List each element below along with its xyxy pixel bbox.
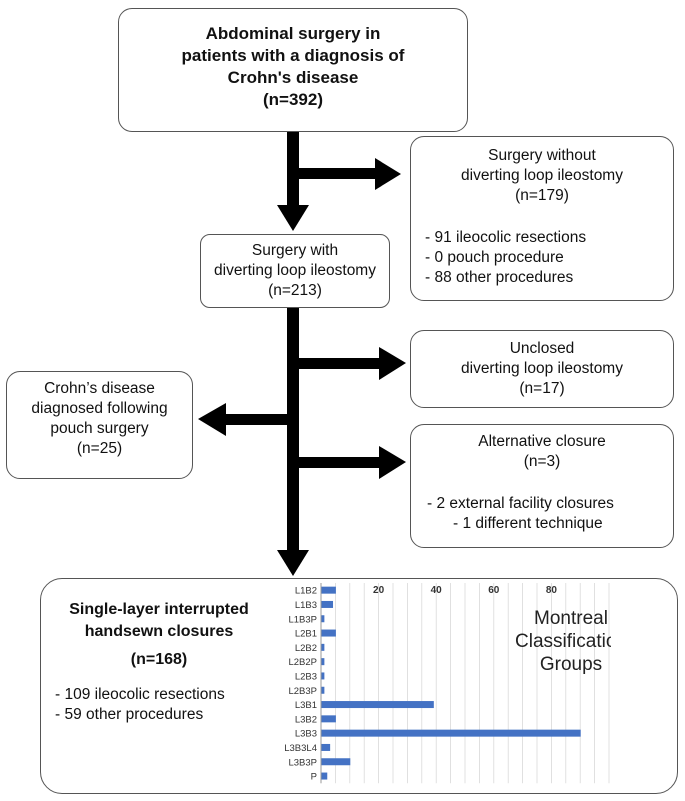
trunk-bottom-line	[287, 308, 299, 552]
chart-bar	[321, 715, 336, 723]
chart-bar	[321, 629, 336, 637]
chart-category-label: L1B2	[295, 586, 317, 597]
start-box-line-1: Abdominal surgery in	[205, 24, 381, 43]
final-count: (n=168)	[130, 651, 188, 668]
with-ileostomy-box: Surgery with diverting loop ileostomy (n…	[200, 234, 390, 308]
chart-category-label: L1B3P	[288, 614, 317, 625]
final-title-line-2: handsewn closures	[84, 623, 234, 640]
chart-x-tick-label: 20	[373, 585, 385, 596]
alternative-title: Alternative closure	[478, 433, 606, 450]
without-title-line-2: diverting loop ileostomy	[461, 167, 623, 184]
arrow-right-to-without	[375, 158, 401, 190]
chart-title-line: Montreal	[534, 608, 608, 629]
chart-category-label: L2B2	[295, 643, 317, 654]
with-title-line-2: diverting loop ileostomy	[214, 262, 376, 279]
pouch-count: (n=25)	[76, 440, 123, 457]
chart-bar	[321, 615, 325, 623]
chart-x-tick-label: 40	[431, 585, 443, 596]
alternative-bullet-list: - 2 external facility closures - 1 diffe…	[427, 494, 673, 534]
chart-category-label: L2B2P	[288, 657, 317, 668]
arrow-left-to-pouch	[198, 403, 226, 436]
chart-category-label: P	[311, 772, 317, 783]
without-bullet-other: - 88 other procedures	[425, 269, 574, 286]
chart-bar	[321, 772, 328, 780]
chart-x-tick-label: 60	[488, 585, 500, 596]
chart-bar	[321, 643, 325, 651]
chart-title-line: Classification	[515, 631, 611, 652]
unclosed-count: (n=17)	[519, 380, 565, 397]
chart-bar	[321, 743, 331, 751]
chart-bar	[321, 686, 325, 694]
chart-category-label: L1B3	[295, 600, 317, 611]
start-box-line-3: Crohn's disease	[227, 68, 359, 87]
arrow-right-to-unclosed	[379, 347, 406, 380]
chart-category-label: L3B3P	[288, 757, 317, 768]
unclosed-title-line-1: Unclosed	[509, 340, 575, 357]
arrow-right-to-alternative	[379, 446, 406, 479]
final-title-block: Single-layer interrupted handsewn closur…	[49, 599, 269, 671]
branch-pouch-line	[224, 414, 287, 425]
chart-bar	[321, 701, 434, 709]
chart-bar	[321, 758, 351, 766]
with-count: (n=213)	[268, 282, 322, 299]
chart-category-label: L2B3	[295, 671, 317, 682]
final-bullet-list: - 109 ileocolic resections - 59 other pr…	[55, 685, 225, 725]
final-bullet-other: - 59 other procedures	[55, 706, 204, 723]
chart-category-label: L2B3P	[288, 686, 317, 697]
without-count: (n=179)	[515, 187, 569, 204]
without-bullet-list: - 91 ileocolic resections - 0 pouch proc…	[425, 228, 673, 288]
pouch-title-line-1: Crohn’s disease	[44, 380, 155, 397]
branch-unclosed-line	[299, 358, 381, 369]
start-box-line-2: patients with a diagnosis of	[181, 46, 405, 65]
unclosed-title-line-2: diverting loop ileostomy	[461, 360, 623, 377]
final-title-line-1: Single-layer interrupted	[69, 601, 249, 618]
alternative-bullet-external: - 2 external facility closures	[427, 495, 614, 512]
alternative-box: Alternative closure (n=3) - 2 external f…	[410, 424, 674, 548]
final-box: Single-layer interrupted handsewn closur…	[40, 578, 678, 794]
start-box-count: (n=392)	[263, 90, 323, 109]
arrow-down-to-surgery-with	[277, 205, 309, 231]
pouch-box: Crohn’s disease diagnosed following pouc…	[6, 371, 193, 479]
chart-category-label: L3B3L4	[284, 743, 317, 754]
chart-bar	[321, 600, 334, 608]
chart-bar	[321, 729, 581, 737]
unclosed-box: Unclosed diverting loop ileostomy (n=17)	[410, 330, 674, 408]
without-bullet-pouch: - 0 pouch procedure	[425, 249, 564, 266]
without-title-line-1: Surgery without	[488, 147, 596, 164]
alternative-count: (n=3)	[523, 453, 561, 470]
pouch-title-line-3: pouch surgery	[50, 420, 149, 437]
with-title-line-1: Surgery with	[251, 242, 339, 259]
alternative-bullet-technique: - 1 different technique	[453, 515, 603, 532]
pouch-title-line-2: diagnosed following	[31, 400, 168, 417]
chart-category-label: L2B1	[295, 629, 317, 640]
chart-bar	[321, 658, 325, 666]
chart-bar	[321, 586, 336, 594]
arrow-down-to-final	[277, 550, 309, 576]
chart-title-line: Groups	[540, 654, 602, 675]
trunk-top-line	[287, 132, 299, 207]
final-bullet-ileocolic: - 109 ileocolic resections	[55, 686, 225, 703]
branch-alternative-line	[299, 457, 381, 468]
chart-bar	[321, 672, 325, 680]
branch-without-line	[299, 168, 377, 179]
chart-x-tick-label: 80	[546, 585, 558, 596]
start-box: Abdominal surgery in patients with a dia…	[118, 8, 468, 132]
without-ileostomy-box: Surgery without diverting loop ileostomy…	[410, 136, 674, 301]
chart-category-label: L3B3	[295, 729, 317, 740]
without-bullet-ileocolic: - 91 ileocolic resections	[425, 229, 587, 246]
chart-category-label: L3B1	[295, 700, 317, 711]
chart-category-label: L3B2	[295, 714, 317, 725]
